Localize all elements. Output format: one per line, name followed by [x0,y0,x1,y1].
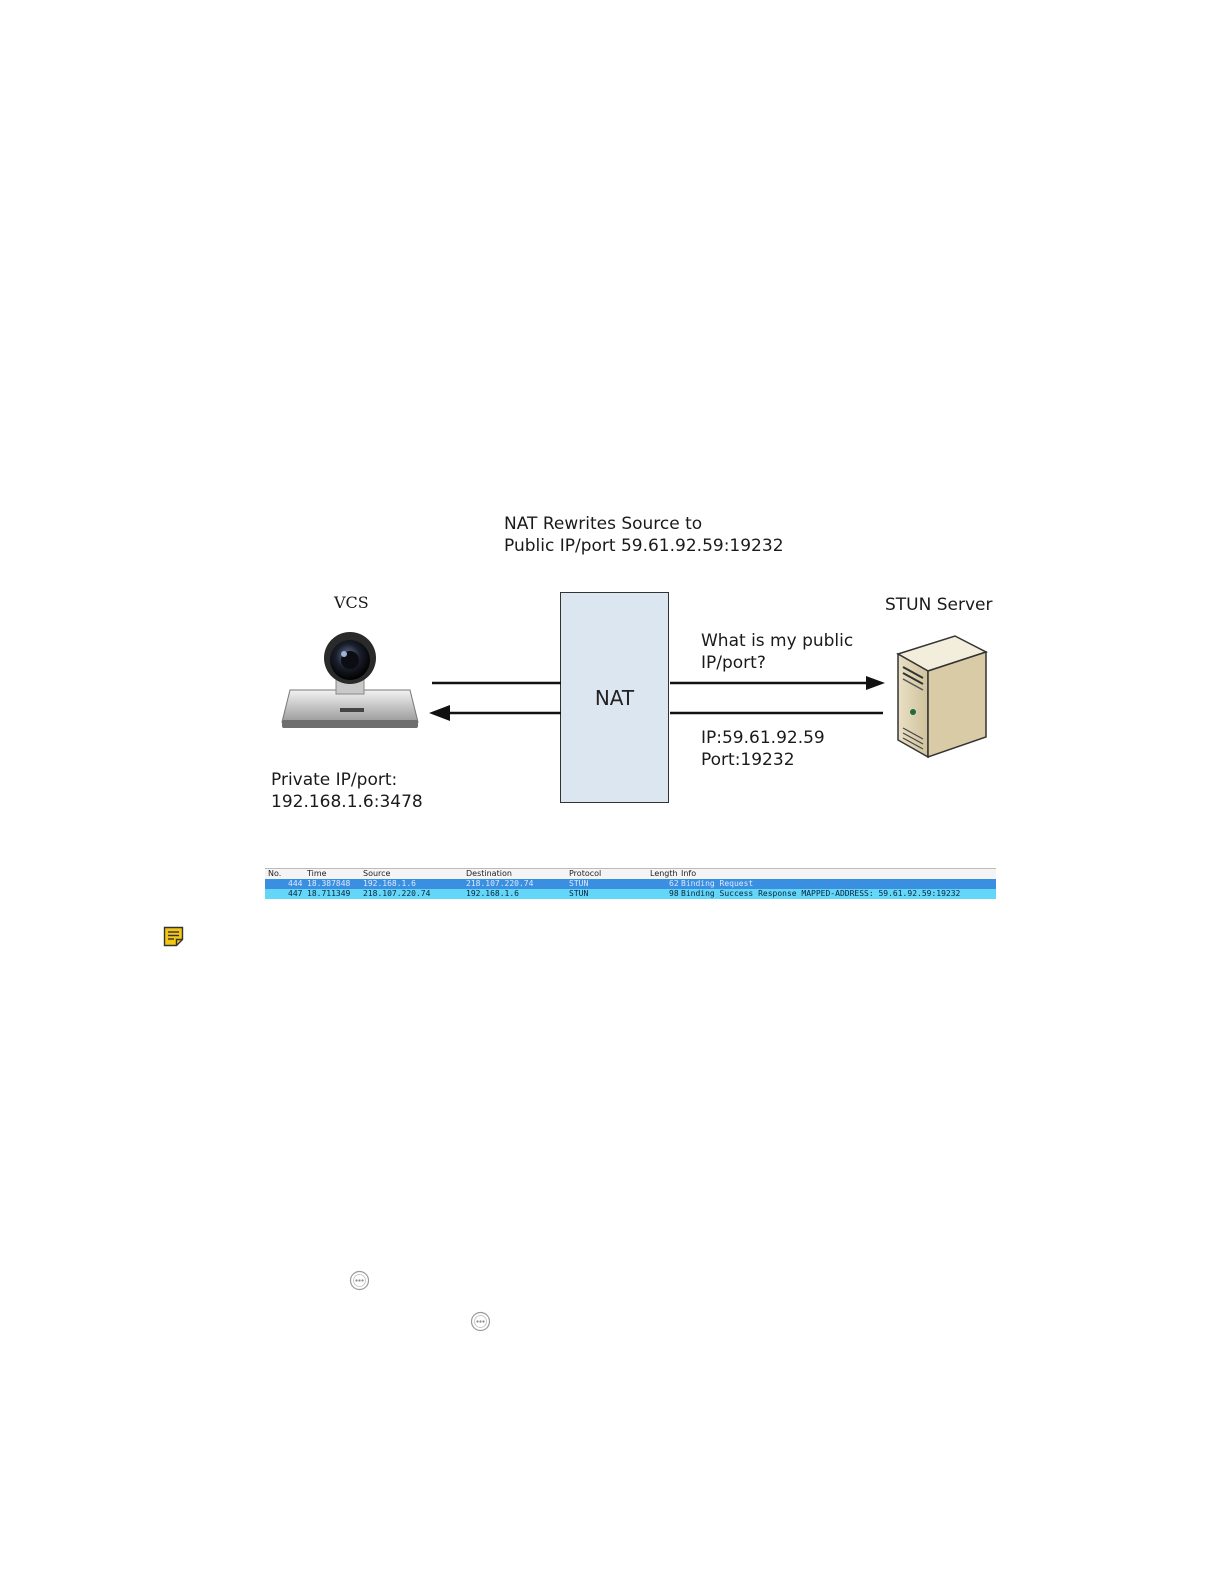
row-protocol: STUN [569,879,589,888]
row-info: Binding Success Response MAPPED-ADDRESS:… [681,889,961,898]
private-line2: 192.168.1.6:3478 [271,792,423,812]
col-destination: Destination [466,869,512,878]
nat-rewrite-caption: NAT Rewrites Source to Public IP/port 59… [504,513,784,557]
question-line1: What is my public [701,631,854,651]
row-info: Binding Request [681,879,754,888]
private-line1: Private IP/port: [271,770,398,790]
answer-line2: Port:19232 [701,750,795,770]
ellipsis-badge-icon[interactable] [349,1270,370,1291]
video-conference-camera-icon [281,632,419,728]
table-row[interactable]: 447 18.711349 218.107.220.74 192.168.1.6… [265,889,996,899]
row-destination: 192.168.1.6 [466,889,519,898]
answer-line1: IP:59.61.92.59 [701,728,825,748]
row-protocol: STUN [569,889,589,898]
row-no: 444 [288,879,303,888]
col-no: No. [268,869,282,878]
col-source: Source [363,869,391,878]
col-info: Info [681,869,697,878]
private-ip-label: Private IP/port: 192.168.1.6:3478 [271,769,423,813]
nat-box: NAT [560,592,669,803]
arrow-head-left [429,705,450,721]
ellipsis-badge-icon[interactable] [470,1311,491,1332]
row-source: 218.107.220.74 [363,889,431,898]
row-length: 62 [669,879,679,888]
row-no: 447 [288,889,303,898]
question-line2: IP/port? [701,653,766,673]
capture-header-row: No. Time Source Destination Protocol Len… [265,869,996,879]
packet-capture-table: No. Time Source Destination Protocol Len… [265,868,996,905]
nat-caption-line2: Public IP/port 59.61.92.59:19232 [504,536,784,556]
vcs-title: VCS [334,593,369,612]
answer-label: IP:59.61.92.59 Port:19232 [701,727,825,771]
col-length: Length [650,869,678,878]
row-destination: 218.107.220.74 [466,879,534,888]
server-tower-icon [896,635,988,759]
table-row[interactable]: 444 18.387848 192.168.1.6 218.107.220.74… [265,879,996,889]
note-icon [163,926,184,947]
row-time: 18.711349 [307,889,351,898]
stun-server-title: STUN Server [885,595,993,615]
arrow-head-right [866,676,885,690]
row-source: 192.168.1.6 [363,879,416,888]
question-label: What is my public IP/port? [701,630,853,674]
row-time: 18.387848 [307,879,351,888]
row-length: 98 [669,889,679,898]
col-protocol: Protocol [569,869,602,878]
nat-caption-line1: NAT Rewrites Source to [504,514,703,534]
col-time: Time [307,869,327,878]
nat-label: NAT [594,685,635,710]
